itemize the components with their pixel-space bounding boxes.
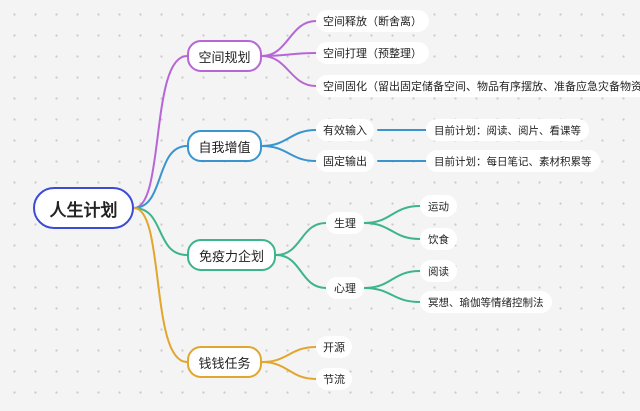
link-money-save xyxy=(261,361,317,380)
branch-space-planning[interactable]: 空间规划 xyxy=(187,40,262,72)
link-mind-meditate xyxy=(363,287,421,303)
link-mind-read xyxy=(363,270,421,289)
link-root-money xyxy=(133,207,188,363)
link-immunity-mind xyxy=(275,254,327,289)
link-root-space xyxy=(133,55,188,209)
branch-money-tasks[interactable]: 钱钱任务 xyxy=(187,346,262,378)
topic-psychology[interactable]: 心理 xyxy=(326,277,364,299)
leaf-exercise[interactable]: 运动 xyxy=(420,195,457,217)
link-growth-input xyxy=(261,129,317,147)
link-space-1 xyxy=(261,20,317,57)
link-root-growth xyxy=(133,145,188,209)
link-money-income xyxy=(261,346,317,363)
root-node[interactable]: 人生计划 xyxy=(33,187,134,229)
link-immunity-body xyxy=(275,222,327,256)
topic-effective-input[interactable]: 有效输入 xyxy=(316,119,374,141)
topic-increase-income[interactable]: 开源 xyxy=(316,336,352,358)
leaf-input-plan[interactable]: 目前计划：阅读、阅片、看课等 xyxy=(426,119,589,141)
leaf-meditation[interactable]: 冥想、瑜伽等情绪控制法 xyxy=(420,291,552,313)
topic-fixed-output[interactable]: 固定输出 xyxy=(316,150,374,172)
branch-immunity-plan[interactable]: 免疫力企划 xyxy=(187,239,276,271)
link-growth-output xyxy=(261,145,317,162)
branch-self-growth[interactable]: 自我增值 xyxy=(187,130,262,162)
link-body-sport xyxy=(363,205,421,224)
link-body-diet xyxy=(363,222,421,240)
topic-space-tidy[interactable]: 空间打理（预整理） xyxy=(316,42,429,64)
topic-physiology[interactable]: 生理 xyxy=(326,212,364,234)
topic-space-release[interactable]: 空间释放（断舍离） xyxy=(316,10,429,32)
link-space-3 xyxy=(261,55,317,87)
leaf-output-plan[interactable]: 目前计划：每日笔记、素材积累等 xyxy=(426,150,600,172)
topic-space-fix[interactable]: 空间固化（留出固定储备空间、物品有序摆放、准备应急灾备物资） xyxy=(316,75,640,97)
topic-cut-spending[interactable]: 节流 xyxy=(316,368,352,390)
leaf-reading[interactable]: 阅读 xyxy=(420,260,457,282)
link-root-immunity xyxy=(133,207,188,256)
leaf-diet[interactable]: 饮食 xyxy=(420,228,457,250)
